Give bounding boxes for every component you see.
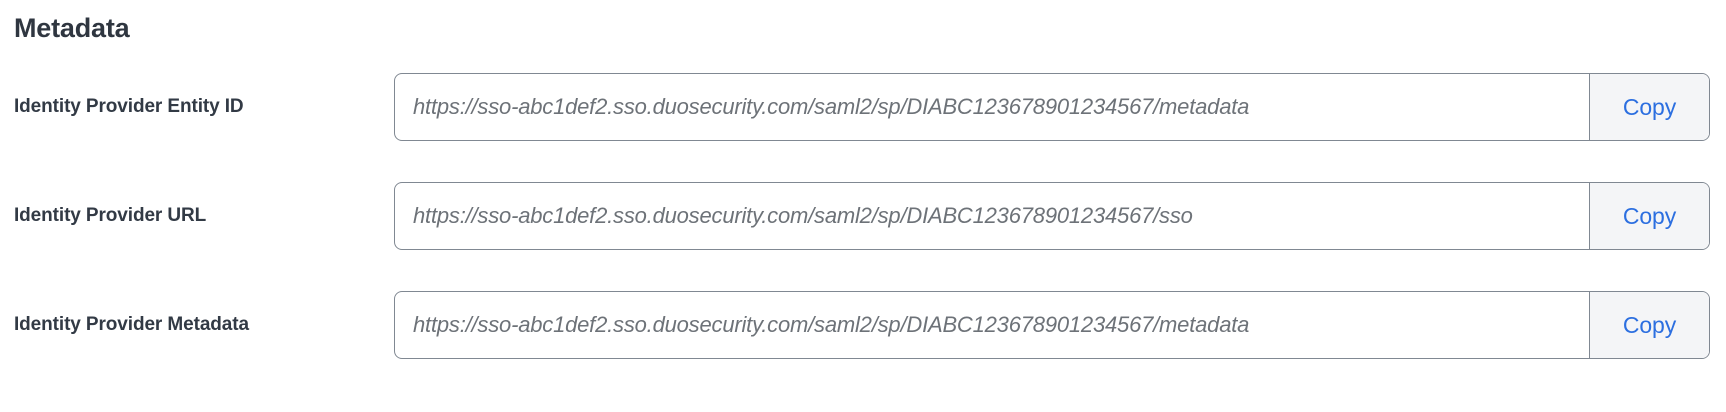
identity-provider-metadata-input[interactable] — [395, 292, 1589, 358]
input-group-identity-provider-entity-id: Copy — [394, 73, 1710, 141]
field-label-identity-provider-entity-id: Identity Provider Entity ID — [14, 96, 244, 117]
field-label-identity-provider-metadata: Identity Provider Metadata — [14, 314, 249, 335]
page-title: Metadata — [14, 13, 130, 43]
metadata-field-row: Identity Provider Entity ID Copy — [0, 73, 1726, 141]
metadata-field-row: Identity Provider URL Copy — [0, 182, 1726, 250]
identity-provider-entity-id-input[interactable] — [395, 74, 1589, 140]
metadata-field-row: Identity Provider Metadata Copy — [0, 291, 1726, 359]
copy-button-identity-provider-metadata[interactable]: Copy — [1589, 292, 1709, 358]
input-group-identity-provider-metadata: Copy — [394, 291, 1710, 359]
identity-provider-url-input[interactable] — [395, 183, 1589, 249]
copy-button-identity-provider-url[interactable]: Copy — [1589, 183, 1709, 249]
input-group-identity-provider-url: Copy — [394, 182, 1710, 250]
copy-button-identity-provider-entity-id[interactable]: Copy — [1589, 74, 1709, 140]
field-label-identity-provider-url: Identity Provider URL — [14, 205, 207, 226]
